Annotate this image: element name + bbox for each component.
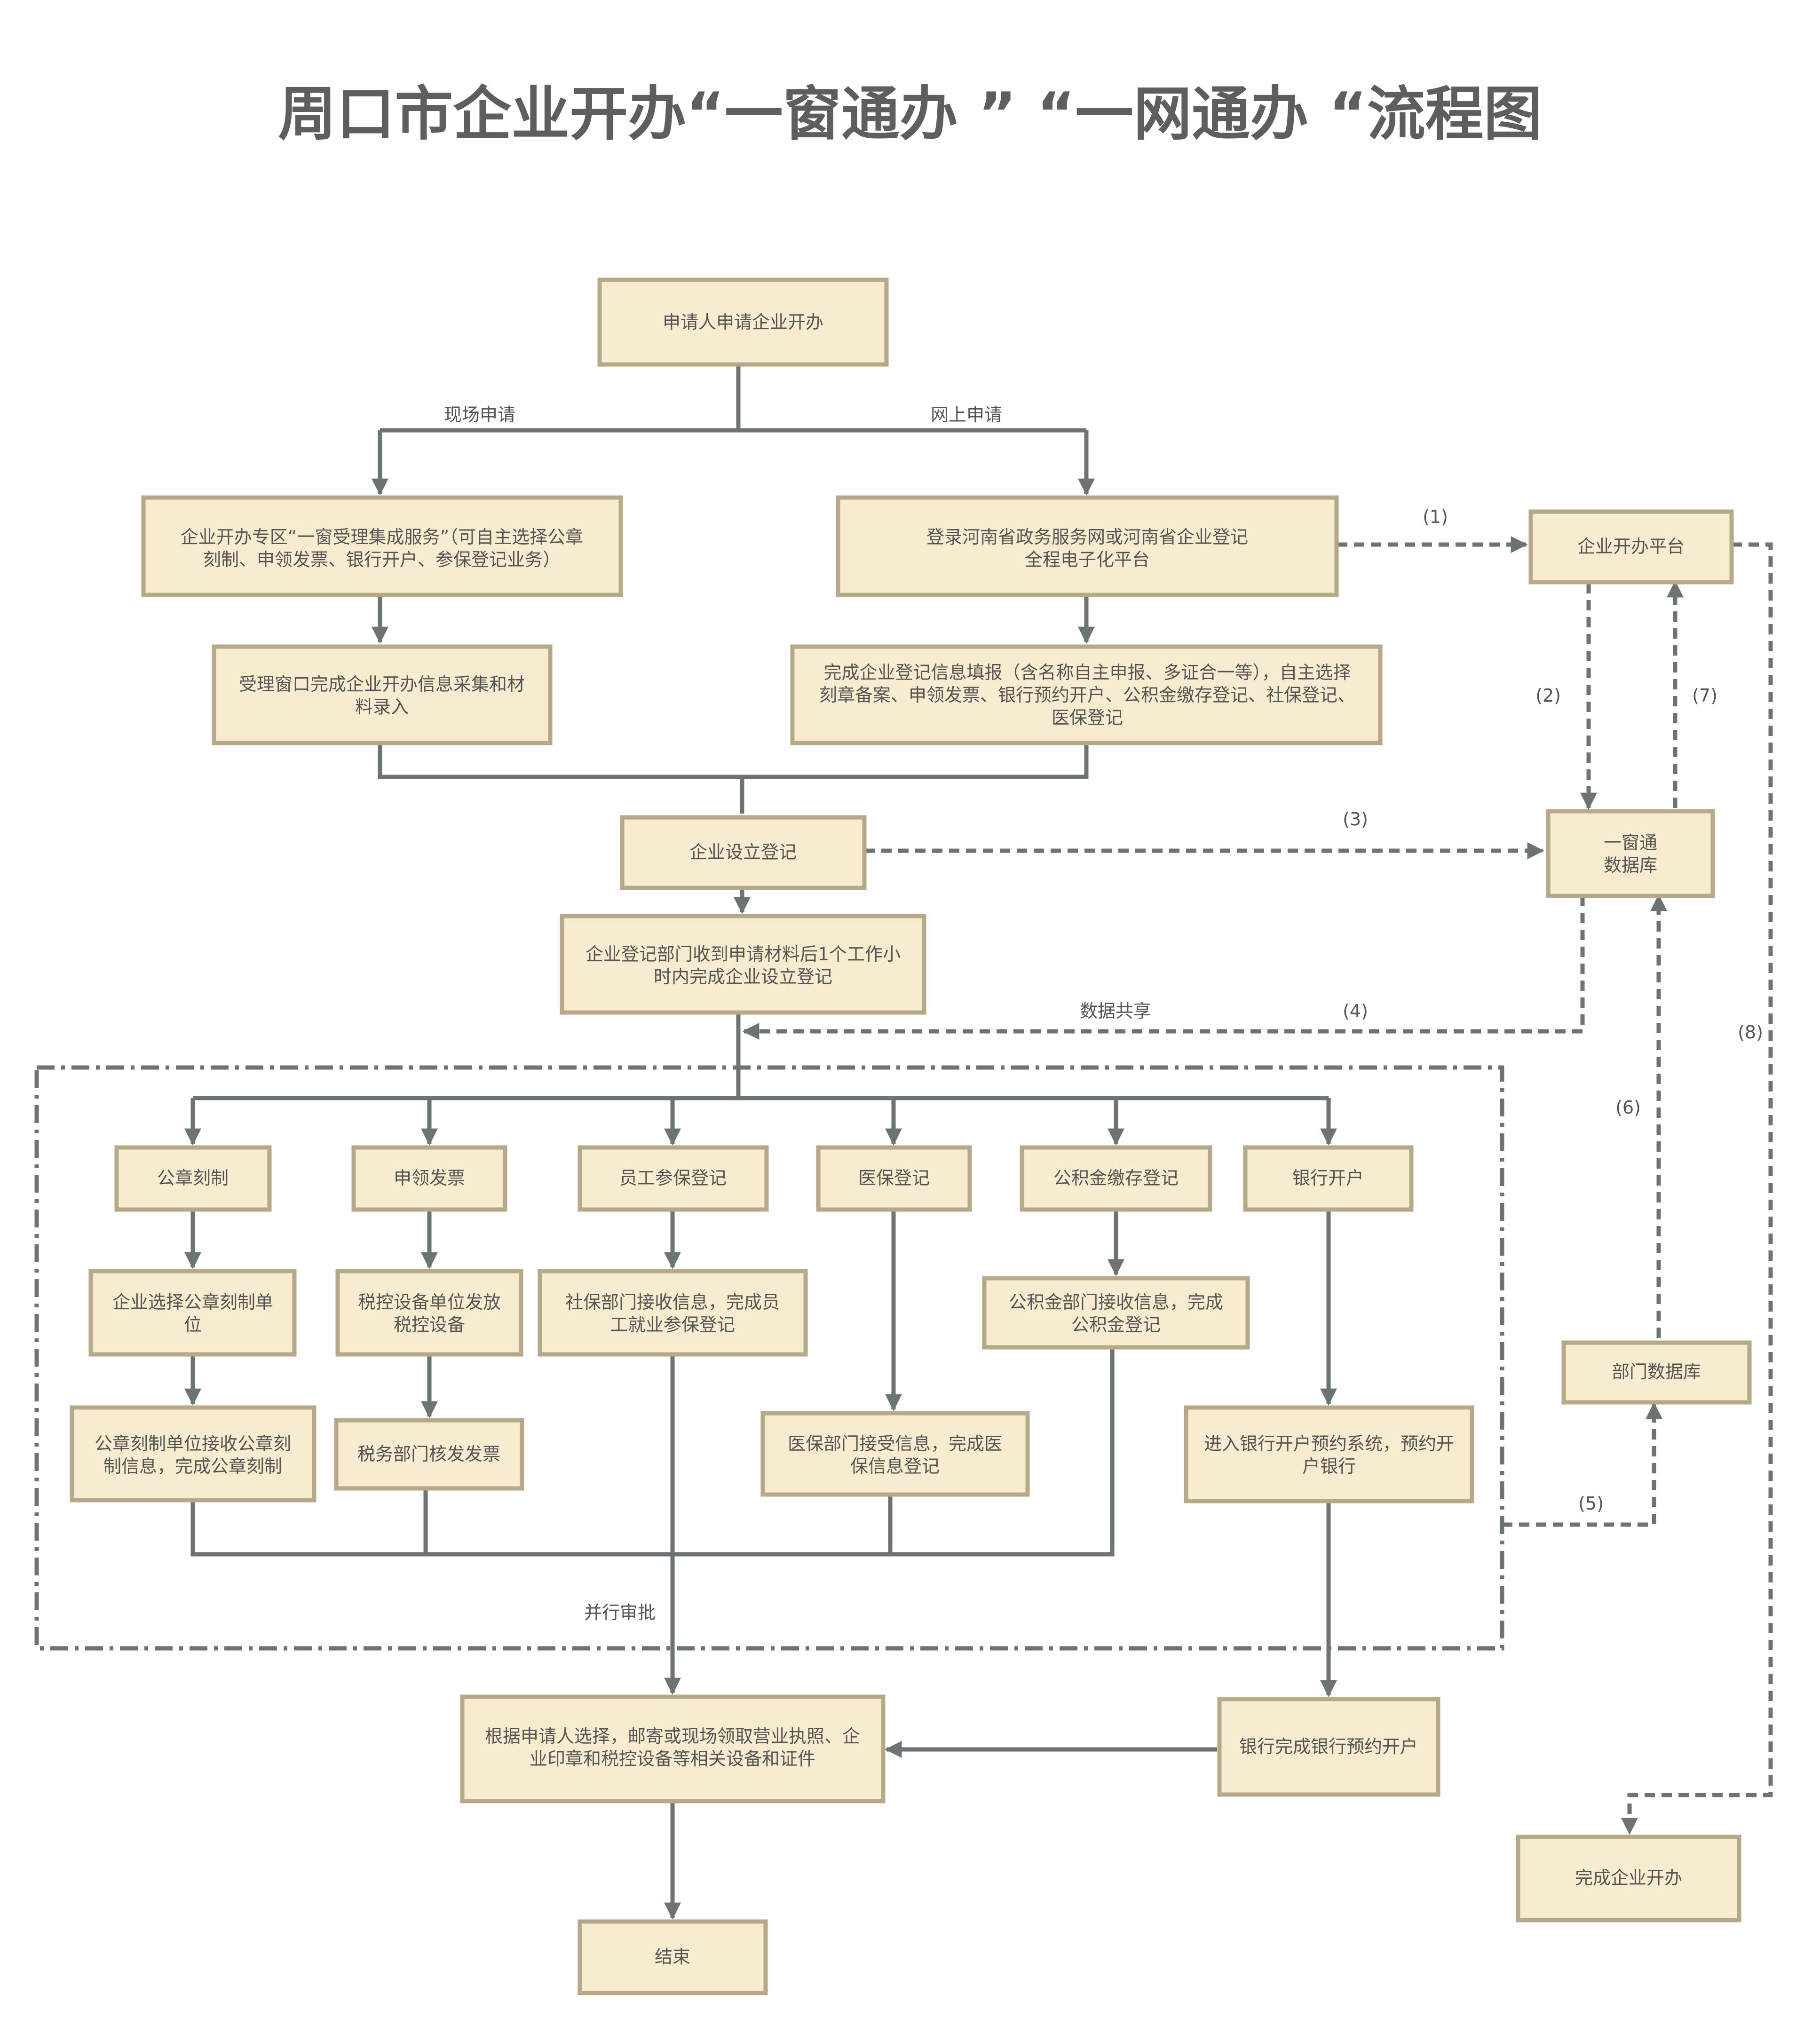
node-platform: 企业开办平台 <box>1528 509 1734 585</box>
node-online-fill: 完成企业登记信息填报（含名称自主申报、多证合一等），自主选择 刻章备案、申领发票… <box>790 644 1383 745</box>
data-share-label: 数据共享 <box>1080 1001 1151 1021</box>
node-medical: 医保登记 <box>816 1145 972 1212</box>
svg-text:时内完成企业设立登记: 时内完成企业设立登记 <box>654 966 832 987</box>
parallel-label: 并行审批 <box>584 1602 656 1623</box>
node-apply: 申请人申请企业开办 <box>597 277 889 367</box>
svg-text:公积金部门接收信息，完成: 公积金部门接收信息，完成 <box>1009 1292 1223 1313</box>
svg-text:一窗通: 一窗通 <box>1604 832 1657 853</box>
svg-text:企业选择公章刻制单: 企业选择公章刻制单 <box>112 1292 273 1313</box>
node-seal-done: 公章刻制单位接收公章刻 制信息，完成公章刻制 <box>70 1405 317 1503</box>
svg-text:税控设备单位发放: 税控设备单位发放 <box>358 1292 501 1313</box>
node-fund: 公积金缴存登记 <box>1020 1145 1212 1212</box>
edge-5-label: (5) <box>1578 1493 1604 1514</box>
svg-text:公章刻制单位接收公章刻: 公章刻制单位接收公章刻 <box>95 1433 291 1454</box>
node-end: 结束 <box>578 1919 768 1995</box>
edge-4-label: (4) <box>1343 1001 1368 1021</box>
svg-text:受理窗口完成企业开办信息采集和材: 受理窗口完成企业开办信息采集和材 <box>239 674 525 695</box>
svg-text:医保部门接受信息，完成医: 医保部门接受信息，完成医 <box>788 1433 1002 1454</box>
diagram-title: 周口市企业开办“一窗通办 ” “一网通办 “流程图 <box>278 80 1542 148</box>
node-window-collect: 受理窗口完成企业开办信息采集和材 料录入 <box>212 644 553 745</box>
svg-text:公积金缴存登记: 公积金缴存登记 <box>1053 1168 1179 1188</box>
svg-text:进入银行开户预约系统，预约开: 进入银行开户预约系统，预约开 <box>1204 1433 1454 1454</box>
node-bank-system: 进入银行开户预约系统，预约开 户银行 <box>1184 1405 1474 1503</box>
edge-labels: 现场申请 网上申请 数据共享 并行审批 (1) (2) (7) (3) (4) … <box>444 404 1763 1623</box>
node-invoice: 申领发票 <box>351 1145 507 1212</box>
edge-8-label: (8) <box>1738 1022 1763 1043</box>
svg-text:制信息，完成公章刻制: 制信息，完成公章刻制 <box>103 1456 282 1477</box>
node-window-zone: 企业开办专区“一窗受理集成服务”（可自主选择公章 刻制、申领发票、银行开户、参保… <box>141 495 623 597</box>
svg-text:医保登记: 医保登记 <box>1052 707 1123 728</box>
svg-text:全程电子化平台: 全程电子化平台 <box>1025 549 1150 570</box>
edge-4 <box>742 896 1585 1040</box>
svg-text:刻章备案、申领发票、银行预约开户、公积金缴存登记、社保登记、: 刻章备案、申领发票、银行预约开户、公积金缴存登记、社保登记、 <box>819 685 1355 705</box>
svg-text:根据申请人选择，邮寄或现场领取营业执照、企: 根据申请人选择，邮寄或现场领取营业执照、企 <box>485 1726 860 1747</box>
svg-text:银行开户: 银行开户 <box>1292 1168 1364 1188</box>
node-online-login: 登录河南省政务服务网或河南省企业登记 全程电子化平台 <box>836 495 1339 597</box>
onsite-label: 现场申请 <box>444 404 515 425</box>
svg-text:保信息登记: 保信息登记 <box>850 1456 940 1477</box>
svg-text:业印章和税控设备等相关设备和证件: 业印章和税控设备等相关设备和证件 <box>530 1748 815 1769</box>
svg-text:企业开办专区“一窗受理集成服务”（可自主选择公章: 企业开办专区“一窗受理集成服务”（可自主选择公章 <box>181 527 583 547</box>
node-social: 员工参保登记 <box>578 1145 769 1212</box>
svg-text:企业设立登记: 企业设立登记 <box>689 842 797 862</box>
parallel-approval-region <box>34 1065 1504 1651</box>
svg-text:企业开办平台: 企业开办平台 <box>1577 536 1685 557</box>
svg-text:户银行: 户银行 <box>1302 1456 1356 1477</box>
edge-6-label: (6) <box>1615 1097 1641 1118</box>
svg-text:社保部门接收信息，完成员: 社保部门接收信息，完成员 <box>565 1292 780 1313</box>
svg-text:料录入: 料录入 <box>355 696 409 717</box>
svg-text:企业登记部门收到申请材料后1个工作小: 企业登记部门收到申请材料后1个工作小 <box>586 944 901 965</box>
node-social-done: 社保部门接收信息，完成员 工就业参保登记 <box>538 1269 808 1357</box>
node-collect: 根据申请人选择，邮寄或现场领取营业执照、企 业印章和税控设备等相关设备和证件 <box>460 1694 886 1804</box>
node-bank: 银行开户 <box>1243 1145 1414 1212</box>
svg-text:工就业参保登记: 工就业参保登记 <box>610 1314 735 1335</box>
svg-text:登录河南省政务服务网或河南省企业登记: 登录河南省政务服务网或河南省企业登记 <box>926 527 1248 547</box>
node-tax-device: 税控设备单位发放 税控设备 <box>335 1269 523 1357</box>
edge-1-label: (1) <box>1423 506 1448 527</box>
node-complete: 完成企业开办 <box>1516 1835 1741 1922</box>
node-window-db: 一窗通 数据库 <box>1546 809 1715 898</box>
svg-text:公章刻制: 公章刻制 <box>157 1168 229 1188</box>
node-tax-issue: 税务部门核发发票 <box>334 1418 524 1491</box>
online-label: 网上申请 <box>931 404 1002 425</box>
node-medical-done: 医保部门接受信息，完成医 保信息登记 <box>760 1411 1030 1497</box>
svg-text:刻制、申领发票、银行开户、参保登记业务）: 刻制、申领发票、银行开户、参保登记业务） <box>203 549 561 570</box>
edge-8 <box>1621 542 1773 1835</box>
node-fund-done: 公积金部门接收信息，完成 公积金登记 <box>982 1276 1250 1350</box>
svg-text:申领发票: 申领发票 <box>394 1168 465 1188</box>
node-seal-select: 企业选择公章刻制单 位 <box>88 1269 297 1357</box>
edge-merge <box>378 743 1089 779</box>
edge-bottom-merge <box>190 1347 1115 1557</box>
edge-3-label: (3) <box>1343 809 1368 830</box>
svg-text:结束: 结束 <box>655 1946 690 1967</box>
edge-2-label: (2) <box>1535 685 1561 706</box>
svg-text:医保登记: 医保登记 <box>858 1168 930 1188</box>
edge-7-label: (7) <box>1692 685 1717 706</box>
node-bank-done: 银行完成银行预约开户 <box>1217 1697 1440 1797</box>
svg-text:税务部门核发发票: 税务部门核发发票 <box>357 1444 500 1464</box>
svg-text:员工参保登记: 员工参保登记 <box>619 1168 727 1188</box>
svg-text:位: 位 <box>184 1314 202 1335</box>
svg-text:税控设备: 税控设备 <box>394 1314 465 1335</box>
node-establish: 企业设立登记 <box>620 815 867 890</box>
node-dept-db: 部门数据库 <box>1561 1340 1752 1405</box>
svg-text:数据库: 数据库 <box>1604 855 1657 876</box>
svg-text:公积金登记: 公积金登记 <box>1071 1314 1161 1335</box>
svg-text:银行完成银行预约开户: 银行完成银行预约开户 <box>1239 1736 1418 1757</box>
svg-text:完成企业开办: 完成企业开办 <box>1575 1867 1682 1888</box>
svg-text:部门数据库: 部门数据库 <box>1612 1361 1701 1382</box>
svg-text:申请人申请企业开办: 申请人申请企业开办 <box>663 312 823 332</box>
edges <box>184 364 1773 1920</box>
node-registry: 企业登记部门收到申请材料后1个工作小 时内完成企业设立登记 <box>560 914 926 1015</box>
node-seal: 公章刻制 <box>114 1145 272 1212</box>
svg-text:完成企业登记信息填报（含名称自主申报、多证合一等），自主选择: 完成企业登记信息填报（含名称自主申报、多证合一等），自主选择 <box>823 662 1351 683</box>
